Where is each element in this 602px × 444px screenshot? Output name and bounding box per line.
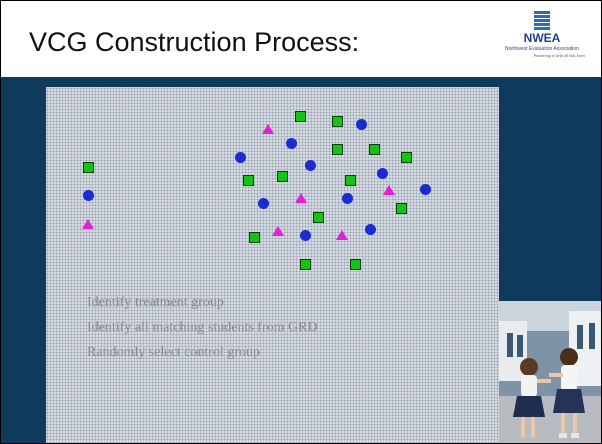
circle-marker [305,160,316,171]
two-girls-photo [499,301,601,443]
circle-marker [235,152,246,163]
circle-marker [420,184,431,195]
circle-marker [356,119,367,130]
square-marker [243,175,254,186]
logo-subtitle: Northwest Evaluation Association [505,46,579,52]
square-marker [396,203,407,214]
legend-circle-icon [83,190,94,201]
slide-header: VCG Construction Process: NWEA Northwest… [1,1,601,77]
slide-title: VCG Construction Process: [29,27,360,57]
square-marker [295,111,306,122]
circle-marker [365,224,376,235]
bullet-item: Randomly select control group [87,345,261,360]
square-marker [369,144,380,155]
triangle-marker [295,193,307,203]
square-marker [332,144,343,155]
square-marker [300,259,311,270]
triangle-marker [336,230,348,240]
legend-triangle-icon [82,219,94,229]
logo-tagline: Partnering to help all kids learn [533,53,585,58]
circle-marker [342,193,353,204]
bullet-list: Identify treatment group Identify all ma… [87,290,318,365]
square-marker [401,152,412,163]
content-panel [46,87,499,443]
square-marker [350,259,361,270]
triangle-marker [383,185,395,195]
logo-name: NWEA [523,31,561,45]
circle-marker [286,138,297,149]
square-marker [277,171,288,182]
circle-marker [300,230,311,241]
legend-square-icon [83,162,94,173]
bullet-item: Identify all matching students from GRD [87,320,318,335]
triangle-marker [272,226,284,236]
bullet-item: Identify treatment group [87,295,224,310]
square-marker [345,175,356,186]
square-marker [249,232,260,243]
circle-marker [258,198,269,209]
triangle-marker [262,124,274,134]
logo-bars-icon [534,11,550,33]
square-marker [313,212,324,223]
circle-marker [377,168,388,179]
square-marker [332,116,343,127]
nwea-logo: NWEA Northwest Evaluation Association Pa… [499,11,585,63]
